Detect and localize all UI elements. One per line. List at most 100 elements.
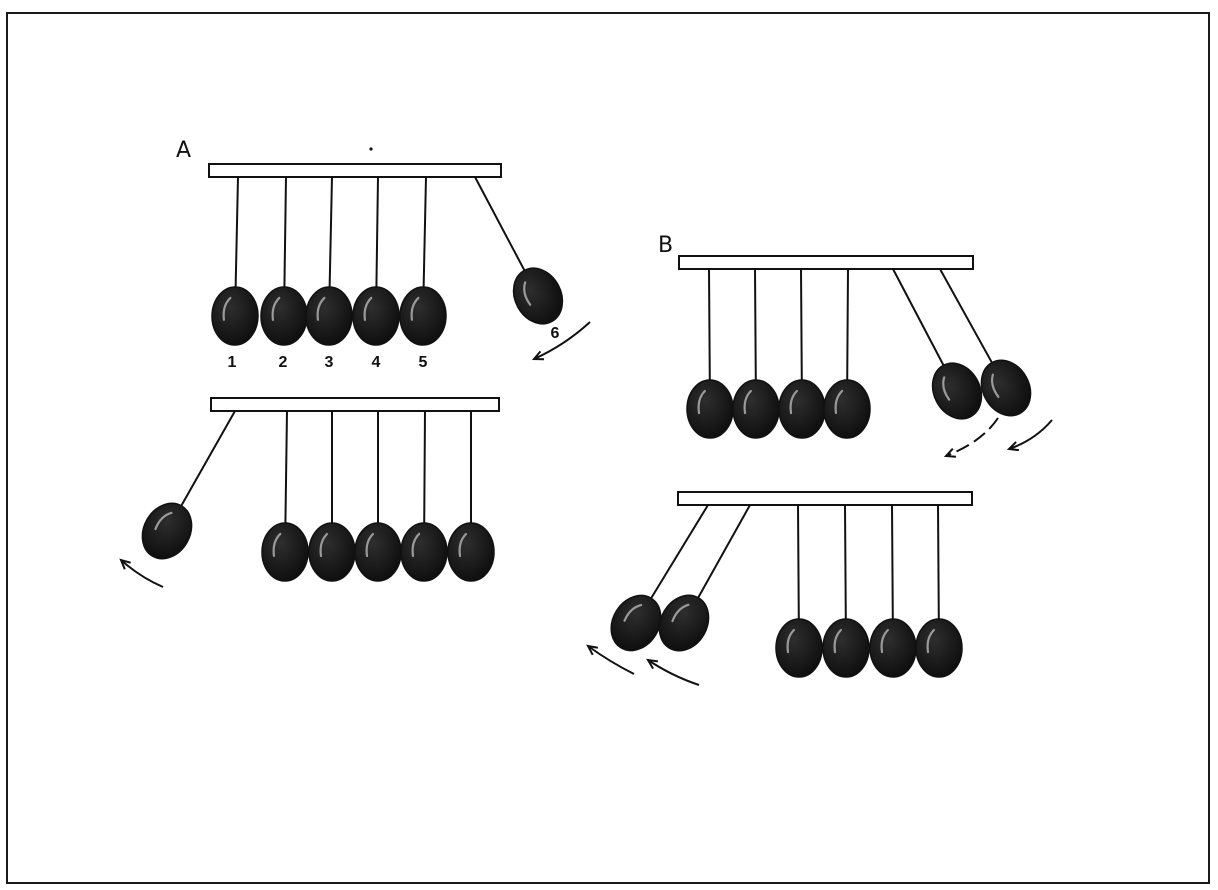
panel-a-bottom-ball-1 bbox=[141, 502, 193, 560]
panel-b-bottom-ball-4-highlight bbox=[833, 628, 842, 654]
panel-a-bottom-ball-4-body bbox=[354, 522, 402, 582]
panel-b-bottom-ball-2 bbox=[658, 594, 710, 652]
panel-b-top-arrow-2-head bbox=[1006, 441, 1020, 452]
panel-a-top-ball-3 bbox=[305, 286, 353, 346]
panel-b-bottom-string-1 bbox=[648, 504, 709, 602]
panel-b-top-string-3 bbox=[800, 268, 803, 383]
balls bbox=[141, 267, 1032, 678]
panel-a-bottom-ball-6-body bbox=[447, 522, 495, 582]
panel-a-bottom-ball-3-highlight bbox=[319, 532, 329, 558]
panel-a-bottom-string-2 bbox=[284, 410, 288, 526]
panel-b-bottom-arrow-1-line bbox=[587, 645, 635, 675]
panel-a-bottom-ball-6-highlight bbox=[458, 532, 468, 558]
panel-b-bottom-ball-3 bbox=[775, 618, 823, 678]
panel-a-bottom-string-5 bbox=[423, 410, 426, 526]
panel-b-top-ball-4-highlight bbox=[834, 389, 844, 415]
panel-a-top-ball-3-body bbox=[305, 286, 353, 346]
panel-b-top-ball-4-body bbox=[823, 379, 871, 439]
panel-b-bottom-ball-3-highlight bbox=[786, 628, 795, 654]
panel-b-bottom-arrow-1 bbox=[586, 644, 635, 675]
panel-a-top-ball-2-highlight bbox=[271, 296, 281, 321]
panel-a-bottom-string-1 bbox=[178, 410, 236, 509]
panel-b-bottom-ball-1 bbox=[610, 594, 662, 652]
panel-b-top-arrow-2 bbox=[1006, 419, 1053, 452]
panel-b-bottom-ball-1-highlight bbox=[623, 603, 643, 622]
panel-a-bottom-ball-2 bbox=[261, 522, 309, 582]
panel-b-top-arrow-1 bbox=[943, 417, 999, 458]
panel-a-top-ball-5 bbox=[399, 286, 447, 346]
panel-b-top-arrow-2-line bbox=[1008, 419, 1053, 450]
panel-a-bottom-arrow-line bbox=[120, 559, 164, 588]
panel-a-top-ball-2 bbox=[260, 286, 308, 346]
panel-b-top-ball-3-highlight bbox=[789, 389, 798, 415]
panel-a-top-bar bbox=[208, 163, 502, 178]
panel-a-top-ball-6-body bbox=[512, 267, 564, 325]
panel-a-top-ball-6 bbox=[512, 267, 564, 325]
panel-b-bottom-ball-1-body bbox=[610, 594, 662, 652]
panel-a-top-ball-4-body bbox=[352, 286, 400, 346]
panel-b-bottom-arrow-2-head bbox=[646, 658, 659, 670]
panel-a-bottom-ball-3-body bbox=[308, 522, 356, 582]
panel-b-top-ball-5 bbox=[931, 362, 983, 420]
panel-b-top-string-5 bbox=[892, 268, 946, 369]
panel-a-top-string-6 bbox=[474, 176, 527, 274]
panel-a-bottom-ball-5-highlight bbox=[411, 532, 421, 558]
panel-b-label: B bbox=[658, 233, 673, 258]
panel-a-bottom-ball-5 bbox=[400, 522, 448, 582]
panel-b-top-ball-2-body bbox=[732, 379, 780, 439]
panel-b-top-ball-6-highlight bbox=[990, 373, 1000, 398]
panel-b-top-ball-5-body bbox=[931, 362, 983, 420]
ball-number-6: 6 bbox=[551, 325, 560, 342]
panel-b-bottom-arrow-1-head bbox=[586, 644, 599, 656]
panel-b-bottom-string-2 bbox=[695, 504, 751, 601]
panel-a-bottom-arrow bbox=[119, 558, 164, 588]
panel-b-top-ball-6 bbox=[980, 359, 1032, 417]
panel-a-top-ball-3-highlight bbox=[316, 296, 326, 321]
panel-b-top-ball-2-highlight bbox=[743, 389, 752, 415]
panel-b-bottom-ball-6 bbox=[915, 618, 963, 678]
panel-a-bottom-arrow-head bbox=[119, 558, 131, 570]
panel-b-bottom-arrow-2 bbox=[646, 658, 700, 686]
panel-a-bottom-ball-4 bbox=[354, 522, 402, 582]
panel-b-bottom-bar bbox=[677, 491, 973, 506]
panel-a-top-ball-5-body bbox=[399, 286, 447, 346]
panel-b-top-ball-3 bbox=[778, 379, 826, 439]
panel-b-top-ball-4 bbox=[823, 379, 871, 439]
panel-a-top-arrow bbox=[531, 321, 591, 361]
ball-number-1: 1 bbox=[228, 354, 237, 371]
panel-b-top-string-1 bbox=[708, 268, 711, 383]
panel-b-bottom-ball-4-body bbox=[822, 618, 870, 678]
panel-b-bottom-string-4 bbox=[844, 504, 847, 622]
panel-b-top-ball-5-highlight bbox=[942, 376, 951, 401]
panel-a-bottom-ball-6 bbox=[447, 522, 495, 582]
panel-b-bottom-ball-6-highlight bbox=[926, 628, 935, 654]
panel-b-bottom-ball-2-highlight bbox=[671, 603, 690, 623]
panel-a-top-string-5 bbox=[422, 176, 427, 290]
panel-a-bottom-ball-2-highlight bbox=[272, 532, 282, 557]
panel-a-top-ball-2-body bbox=[260, 286, 308, 346]
panel-a-bottom-bar bbox=[210, 397, 500, 412]
ball-number-2: 2 bbox=[279, 354, 288, 371]
panel-a-top-string-4 bbox=[375, 176, 379, 290]
panel-b-bottom-string-3 bbox=[797, 504, 800, 622]
ball-number-3: 3 bbox=[325, 354, 334, 371]
panel-b-top-string-6 bbox=[939, 268, 995, 366]
panel-b-bottom-ball-5 bbox=[869, 618, 917, 678]
ball-number-4: 4 bbox=[372, 354, 381, 371]
panel-b-top-arrow-1-head bbox=[943, 448, 957, 458]
panel-a-top-ball-1 bbox=[211, 286, 259, 346]
panel-b-top-ball-1-body bbox=[686, 379, 734, 439]
panel-a-bottom-ball-4-highlight bbox=[365, 532, 375, 558]
panel-b-top-ball-3-body bbox=[778, 379, 826, 439]
panel-b-bottom-arrow-2-line bbox=[647, 659, 700, 686]
panel-a-top-string-1 bbox=[234, 176, 239, 290]
panel-b-bottom-string-5 bbox=[891, 504, 894, 622]
figure-frame bbox=[6, 12, 1210, 884]
panel-b-bottom-ball-3-body bbox=[775, 618, 823, 678]
panel-a-top-ball-1-body bbox=[211, 286, 259, 346]
panel-b-top-bar bbox=[678, 255, 974, 270]
panel-a-bottom-ball-5-body bbox=[400, 522, 448, 582]
panel-b-top-arrow-1-line bbox=[945, 417, 999, 457]
panel-b-bottom-ball-2-body bbox=[658, 594, 710, 652]
